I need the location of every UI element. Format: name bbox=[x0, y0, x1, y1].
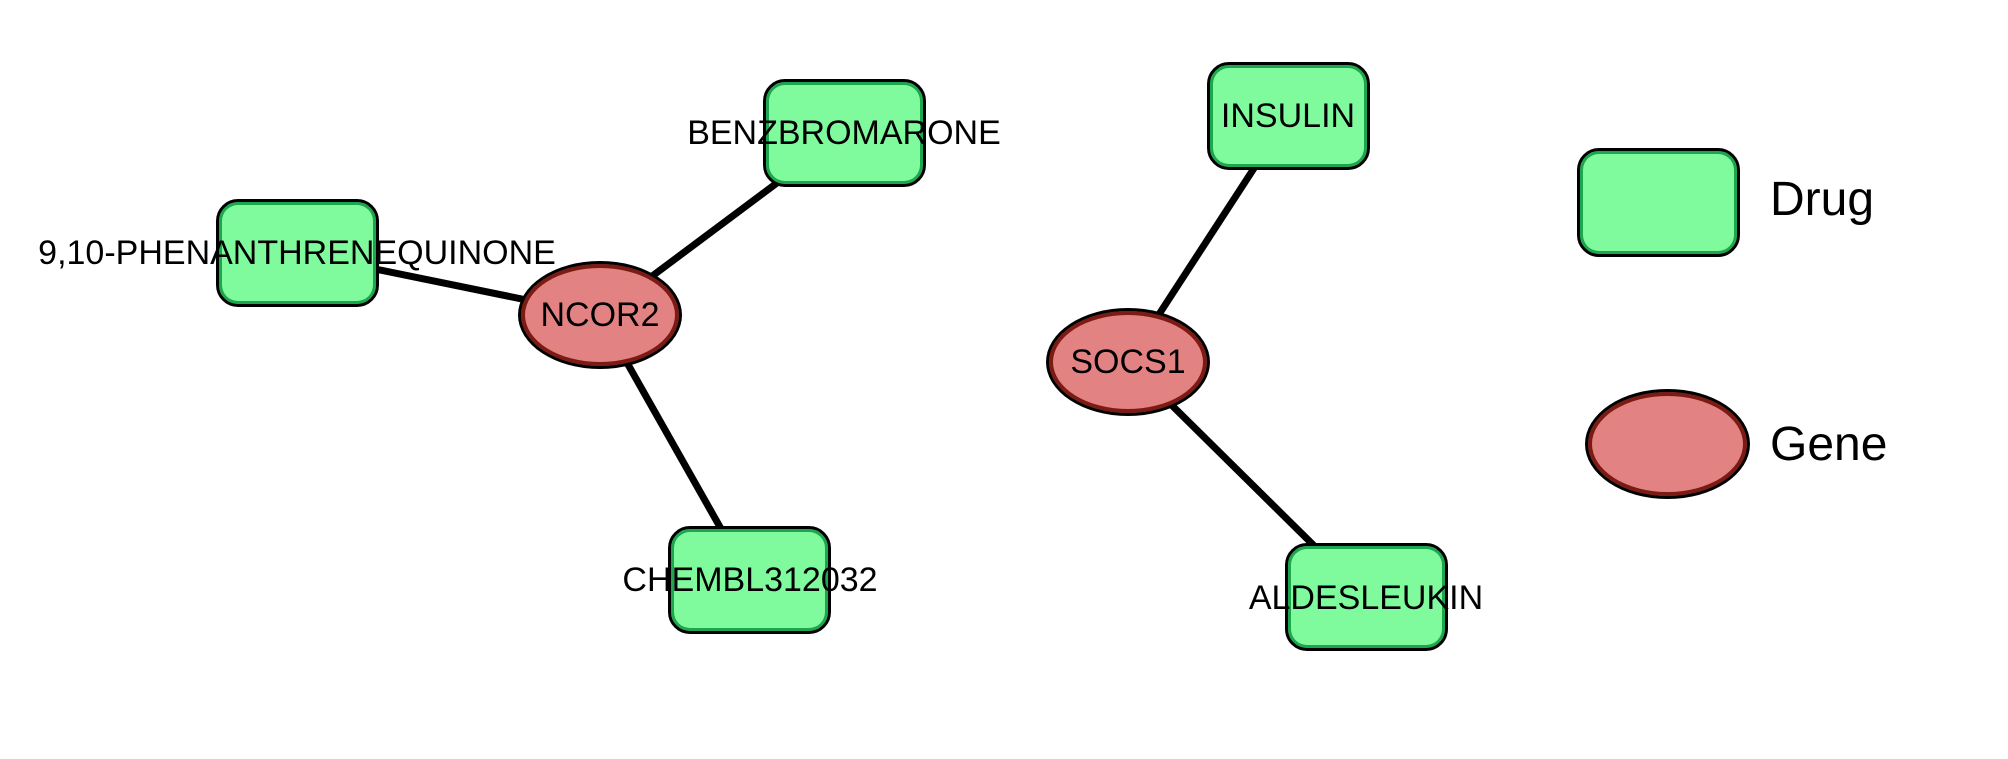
legend-drug-label: Drug bbox=[1770, 173, 1875, 226]
gene-node-socs1[interactable] bbox=[1046, 308, 1210, 416]
legend-gene-label: Gene bbox=[1770, 418, 1888, 471]
legend-gene-swatch bbox=[1585, 389, 1750, 499]
gene-node-ncor2[interactable] bbox=[518, 261, 682, 369]
drug-node-chembl312032[interactable] bbox=[668, 526, 831, 634]
legend-drug-swatch bbox=[1577, 148, 1740, 257]
drug-node-benzbromarone[interactable] bbox=[763, 79, 926, 187]
drug-node-phenanthrenequinone[interactable] bbox=[216, 199, 379, 307]
drug-node-insulin[interactable] bbox=[1207, 62, 1370, 170]
drug-node-aldesleukin[interactable] bbox=[1285, 543, 1448, 651]
